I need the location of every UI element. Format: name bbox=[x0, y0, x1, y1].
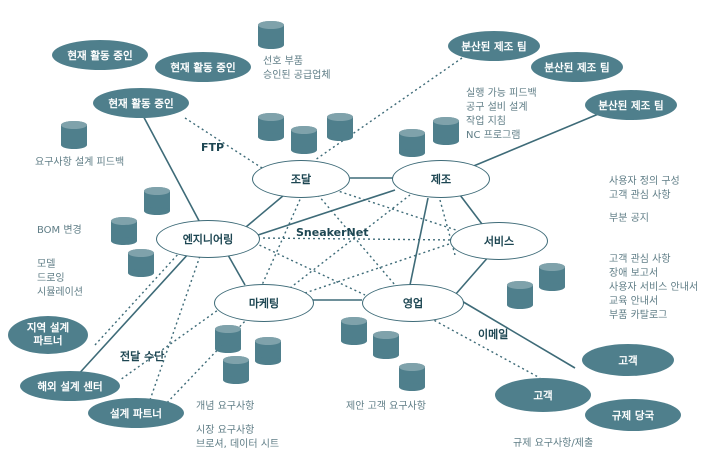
dot-marketing-service bbox=[304, 241, 456, 294]
channel-email: 이메일 bbox=[478, 328, 509, 341]
database-icon bbox=[539, 263, 565, 291]
pill-active-1: 현재 활동 중인 bbox=[52, 40, 148, 70]
database-icon bbox=[255, 337, 281, 365]
dot-marketing-manufacturing bbox=[289, 194, 411, 289]
database-icon bbox=[215, 325, 241, 353]
link-engineering-manufacturing bbox=[257, 189, 396, 236]
label-service-info: 고객 관심 사항 장애 보고서 사용자 서비스 안내서 교육 안내서 부품 카탈… bbox=[609, 254, 699, 321]
link-engineering-procurement bbox=[239, 189, 291, 233]
label-mfg-feedback: 실행 가능 피드백 공구 설비 설계 작업 지침 NC 프로그램 bbox=[466, 88, 537, 141]
database-icon bbox=[223, 356, 249, 384]
hub-engineering: 엔지니어링 bbox=[156, 220, 260, 258]
hub-manufacturing: 제조 bbox=[392, 160, 490, 198]
link-manufacturing-sales bbox=[409, 197, 429, 286]
pill-overseas-center: 해외 설계 센터 bbox=[20, 371, 120, 401]
database-icon bbox=[111, 217, 137, 245]
database-icon bbox=[507, 281, 533, 309]
label-parts-notice: 부분 공지 bbox=[609, 213, 649, 224]
dot-procurement-service bbox=[334, 189, 463, 233]
database-icon bbox=[327, 113, 353, 141]
link-overseas-engineering bbox=[74, 251, 191, 379]
label-user-config: 사용자 정의 구성 고객 관심 사항 bbox=[609, 176, 680, 201]
database-icon bbox=[341, 317, 367, 345]
dot-engineering-sales bbox=[254, 242, 366, 296]
pill-regional-partner: 지역 설계 파트너 bbox=[8, 316, 88, 354]
pill-active-3: 현재 활동 중인 bbox=[93, 88, 189, 118]
label-market-req: 시장 요구사항 브로셔, 데이터 시트 bbox=[196, 425, 280, 450]
dot-procurement-sales bbox=[317, 194, 396, 286]
pill-active-2: 현재 활동 중인 bbox=[155, 52, 251, 82]
hub-procurement: 조달 bbox=[252, 160, 350, 198]
database-icon bbox=[258, 21, 284, 49]
label-req-design-feedback: 요구사항 설계 피드백 bbox=[35, 157, 125, 168]
label-proposal-req: 제안 고객 요구사항 bbox=[346, 401, 426, 412]
hub-marketing: 마케팅 bbox=[214, 284, 314, 322]
channel-ftp: FTP bbox=[201, 141, 225, 154]
dot-designpartner-engineering bbox=[149, 255, 201, 401]
dot-marketing-overseas bbox=[119, 304, 226, 381]
channel-delivery: 전달 수단 bbox=[120, 350, 165, 363]
dot-sales-customer bbox=[429, 317, 541, 379]
label-bom-change: BOM 변경 bbox=[37, 225, 82, 236]
link-active3-engineering bbox=[139, 109, 206, 233]
channel-sneakernet: SneakerNet bbox=[296, 226, 369, 239]
label-preferred-parts: 선호 부품 승인된 공급업체 bbox=[263, 56, 331, 81]
pill-team-2: 분산된 제조 팀 bbox=[531, 52, 623, 82]
link-sales-customer bbox=[459, 299, 576, 369]
label-model-draw-sim: 모델 드로잉 시뮬레이션 bbox=[37, 259, 83, 298]
dot-active3-procurement bbox=[184, 117, 263, 169]
link-sales-service bbox=[454, 254, 491, 296]
label-regulatory-req: 규제 요구사항/제출 bbox=[513, 438, 594, 449]
pill-regulator: 규제 당국 bbox=[585, 399, 681, 431]
pill-design-partner: 설계 파트너 bbox=[88, 398, 184, 428]
hub-sales: 영업 bbox=[362, 284, 464, 322]
database-icon bbox=[61, 121, 87, 149]
database-icon bbox=[144, 187, 170, 215]
database-icon bbox=[399, 363, 425, 391]
pill-team-1: 분산된 제조 팀 bbox=[448, 31, 540, 61]
database-icon bbox=[433, 117, 459, 145]
database-icon bbox=[128, 249, 154, 277]
dot-regional-engineering bbox=[94, 251, 181, 346]
database-icon bbox=[258, 113, 284, 141]
database-icon bbox=[399, 129, 425, 157]
label-concept-req: 개념 요구사항 bbox=[196, 401, 255, 412]
pill-regional-partner-label: 지역 설계 파트너 bbox=[26, 322, 70, 347]
database-icon bbox=[373, 331, 399, 359]
pill-team-3: 분산된 제조 팀 bbox=[585, 90, 677, 120]
link-engineering-marketing bbox=[227, 254, 246, 286]
pill-customer-2: 고객 bbox=[495, 378, 591, 412]
hub-service: 서비스 bbox=[450, 222, 548, 260]
dot-procurement-marketing bbox=[261, 194, 303, 286]
pill-customer-1: 고객 bbox=[582, 344, 674, 376]
database-icon bbox=[291, 126, 317, 154]
